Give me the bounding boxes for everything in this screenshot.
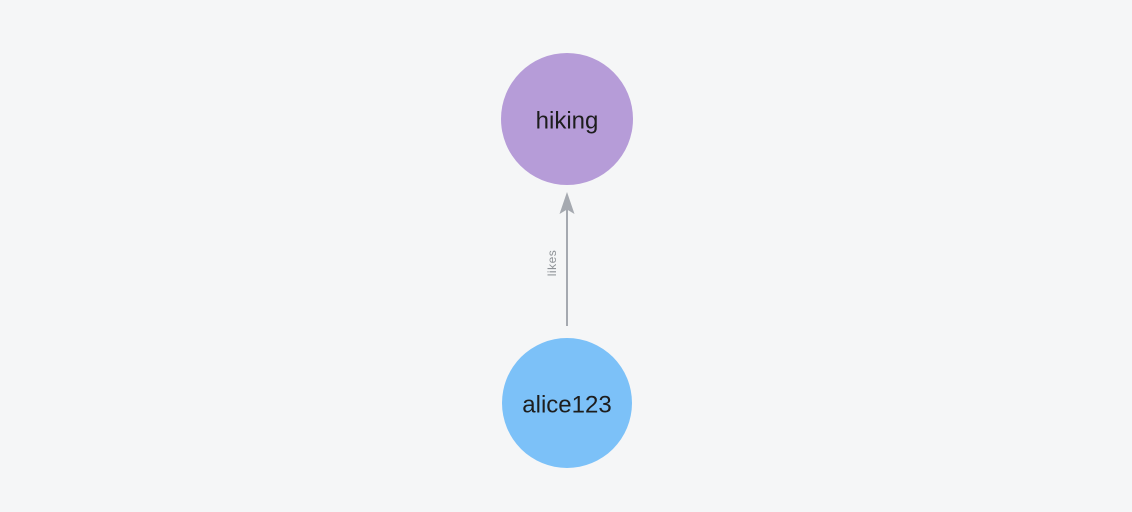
node-alice123-label: alice123 <box>522 392 611 419</box>
node-hiking-label: hiking <box>536 108 599 135</box>
node-hiking[interactable]: hiking <box>501 53 633 185</box>
node-alice123-circle[interactable] <box>502 338 632 468</box>
edge-label: likes <box>545 250 559 277</box>
node-hiking-circle[interactable] <box>501 53 633 185</box>
edge-alice123-likes-hiking[interactable]: likes <box>545 192 575 326</box>
node-alice123[interactable]: alice123 <box>502 338 632 468</box>
edge-arrowhead-icon <box>559 192 575 214</box>
